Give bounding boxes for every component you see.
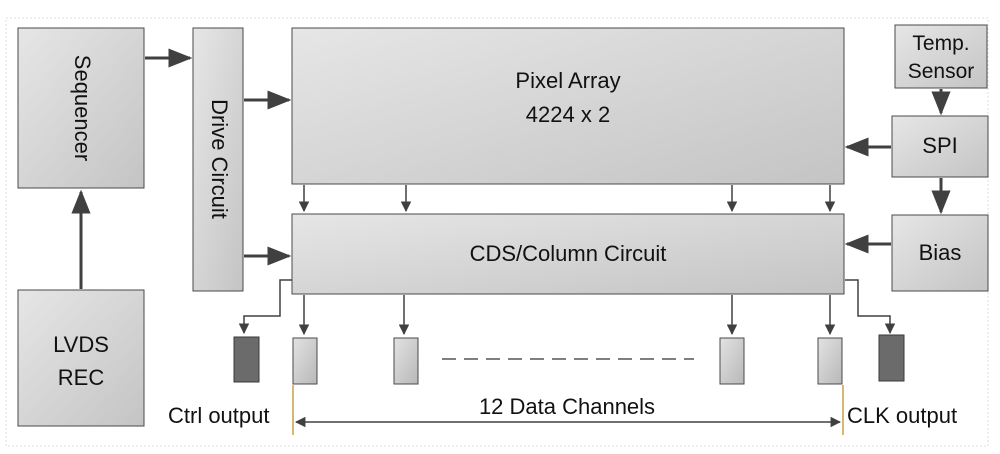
- spi-block: SPI: [891, 115, 989, 178]
- cds-column-label: CDS/Column Circuit: [470, 241, 667, 266]
- sequencer-label: Sequencer: [70, 55, 95, 161]
- clk-output-block: [878, 334, 905, 382]
- lvds-rec-block: LVDS REC: [17, 289, 145, 427]
- pixel-array-label: Pixel Array: [515, 68, 620, 93]
- lvds-label-2: REC: [58, 365, 105, 390]
- main-arrows: [71, 48, 951, 289]
- output-arrows: [238, 279, 896, 336]
- temp-sensor-label-2: Sensor: [908, 60, 975, 83]
- temp-sensor-label-1: Temp.: [912, 32, 969, 55]
- temp-sensor-block: Temp. Sensor: [894, 24, 988, 89]
- sequencer-block: Sequencer: [17, 27, 145, 189]
- data-channel-block-3: [719, 337, 745, 385]
- lvds-label-1: LVDS: [53, 332, 109, 357]
- data-channel-block-4: [817, 337, 843, 385]
- column-arrows: [298, 185, 836, 213]
- bias-block: Bias: [891, 214, 989, 292]
- pixel-array-size: 4224 x 2: [526, 102, 610, 127]
- data-channels-label: 12 Data Channels: [479, 394, 655, 419]
- drive-circuit-block: Drive Circuit: [192, 27, 244, 292]
- pixel-array-block: Pixel Array 4224 x 2: [291, 27, 845, 185]
- ctrl-output-block: [233, 336, 260, 383]
- spi-label: SPI: [922, 133, 957, 158]
- bias-label: Bias: [919, 240, 962, 265]
- data-channel-block-2: [393, 337, 419, 385]
- arrow-clk-output: [845, 279, 896, 335]
- data-channel-block-1: [292, 337, 318, 385]
- arrow-ctrl-output: [238, 279, 292, 335]
- drive-circuit-label: Drive Circuit: [207, 99, 232, 219]
- clk-output-label: CLK output: [847, 403, 957, 428]
- cds-column-block: CDS/Column Circuit: [291, 213, 845, 295]
- ctrl-output-label: Ctrl output: [168, 403, 270, 428]
